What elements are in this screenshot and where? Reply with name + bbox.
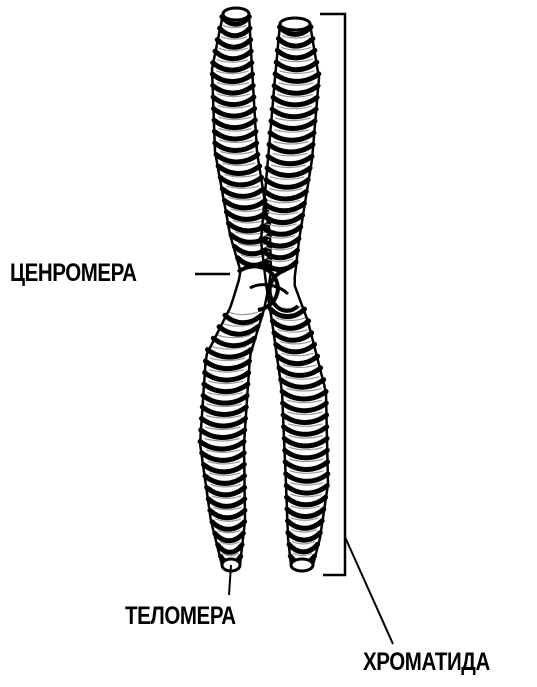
chromatid-band (218, 166, 260, 174)
chromatid-band (276, 62, 317, 69)
telomere-cap-top (223, 8, 249, 20)
chromatid-band (277, 50, 315, 58)
chromatid-band (204, 384, 248, 392)
chromatid-band (208, 350, 251, 358)
chromatid-band (288, 521, 323, 529)
chromatid-band (281, 380, 324, 388)
chromatid-band (207, 487, 245, 495)
chromatid-band (273, 97, 317, 105)
chromatid-band (214, 120, 255, 128)
chromatid-band (283, 403, 327, 411)
chromatid-band (285, 462, 327, 470)
telomere-cap-top (280, 18, 310, 30)
chromatid-band (287, 497, 326, 505)
chromatid-band (289, 544, 318, 552)
chromatid-band (270, 133, 314, 141)
chromatid-band (277, 356, 317, 364)
chromatid-band (203, 396, 247, 404)
chromatid-leader-line (345, 537, 393, 644)
chromatid-band-shade (229, 312, 258, 315)
chromatid-band (269, 145, 313, 153)
chromatid-band (212, 522, 245, 530)
chromatid-band (225, 315, 261, 323)
chromatid-band (224, 200, 265, 208)
chromatid-band (217, 40, 250, 48)
chromatid-band (210, 510, 245, 518)
chromatid-band (202, 407, 246, 415)
centromere-label: ЦЕНРОМЕРА (10, 261, 137, 286)
chromatid-band (284, 427, 327, 435)
chromatid-band (203, 464, 244, 472)
chromatid-band (208, 499, 245, 507)
chromatid-band (282, 392, 326, 400)
chromatid-band (275, 74, 319, 82)
chromatid-band (263, 215, 303, 223)
chromatid-band (274, 333, 312, 341)
chromatid-band (205, 373, 249, 381)
chromatid-label: ХРОМАТИДА (363, 650, 490, 675)
chromatid-band (287, 509, 324, 516)
chromatid-band (284, 439, 327, 447)
chromatid-band (264, 203, 305, 211)
chromatid-band (200, 442, 244, 450)
chromatid-band (205, 476, 245, 484)
chromatid-band (288, 533, 320, 541)
chromatid-band (272, 321, 308, 329)
chromatid-band (271, 121, 315, 129)
chromatid-band (286, 486, 327, 494)
chromatid-band (215, 533, 244, 541)
chromatid-band (220, 28, 250, 36)
chromatid-band (216, 155, 258, 163)
chromatid-band (278, 39, 313, 47)
chromatid-band (205, 361, 249, 369)
chromatid-band (268, 156, 312, 164)
centromere-knot (238, 266, 298, 310)
chromatid-band (201, 430, 245, 438)
chromatid-band (215, 143, 257, 151)
chromatid-band (213, 86, 254, 94)
chromatid-band (220, 177, 261, 185)
chromatid-band (266, 180, 308, 188)
chromatid-band (202, 419, 246, 427)
chromatid-band (213, 97, 254, 105)
chromatid-band (272, 109, 316, 117)
chromatid-band (214, 132, 256, 140)
left-chromatid (200, 8, 271, 571)
chromatid-band (279, 368, 321, 376)
telomere-cap-bottom (291, 559, 313, 571)
chromatid-band (219, 327, 258, 335)
telomere-label: ТЕЛОМЕРА (125, 604, 236, 629)
chromatid-band (285, 450, 328, 458)
chromatid-band (215, 51, 251, 59)
chromatid-band (213, 63, 252, 70)
chromatid-band (212, 74, 252, 82)
chromatid-band (286, 474, 328, 482)
chromatid-band (214, 109, 255, 117)
chromatid-band (283, 415, 327, 423)
chromatid-band (274, 86, 318, 94)
chromatid-band (213, 338, 254, 346)
chromatid-band (267, 168, 310, 176)
chromatid-band (222, 189, 263, 197)
chromatid-band (265, 192, 306, 200)
chromatid-band (262, 227, 301, 235)
chromatid-band (263, 250, 298, 257)
chromatid-band (202, 453, 245, 461)
chromatid-band (276, 344, 315, 352)
chromatid-band (218, 545, 242, 553)
